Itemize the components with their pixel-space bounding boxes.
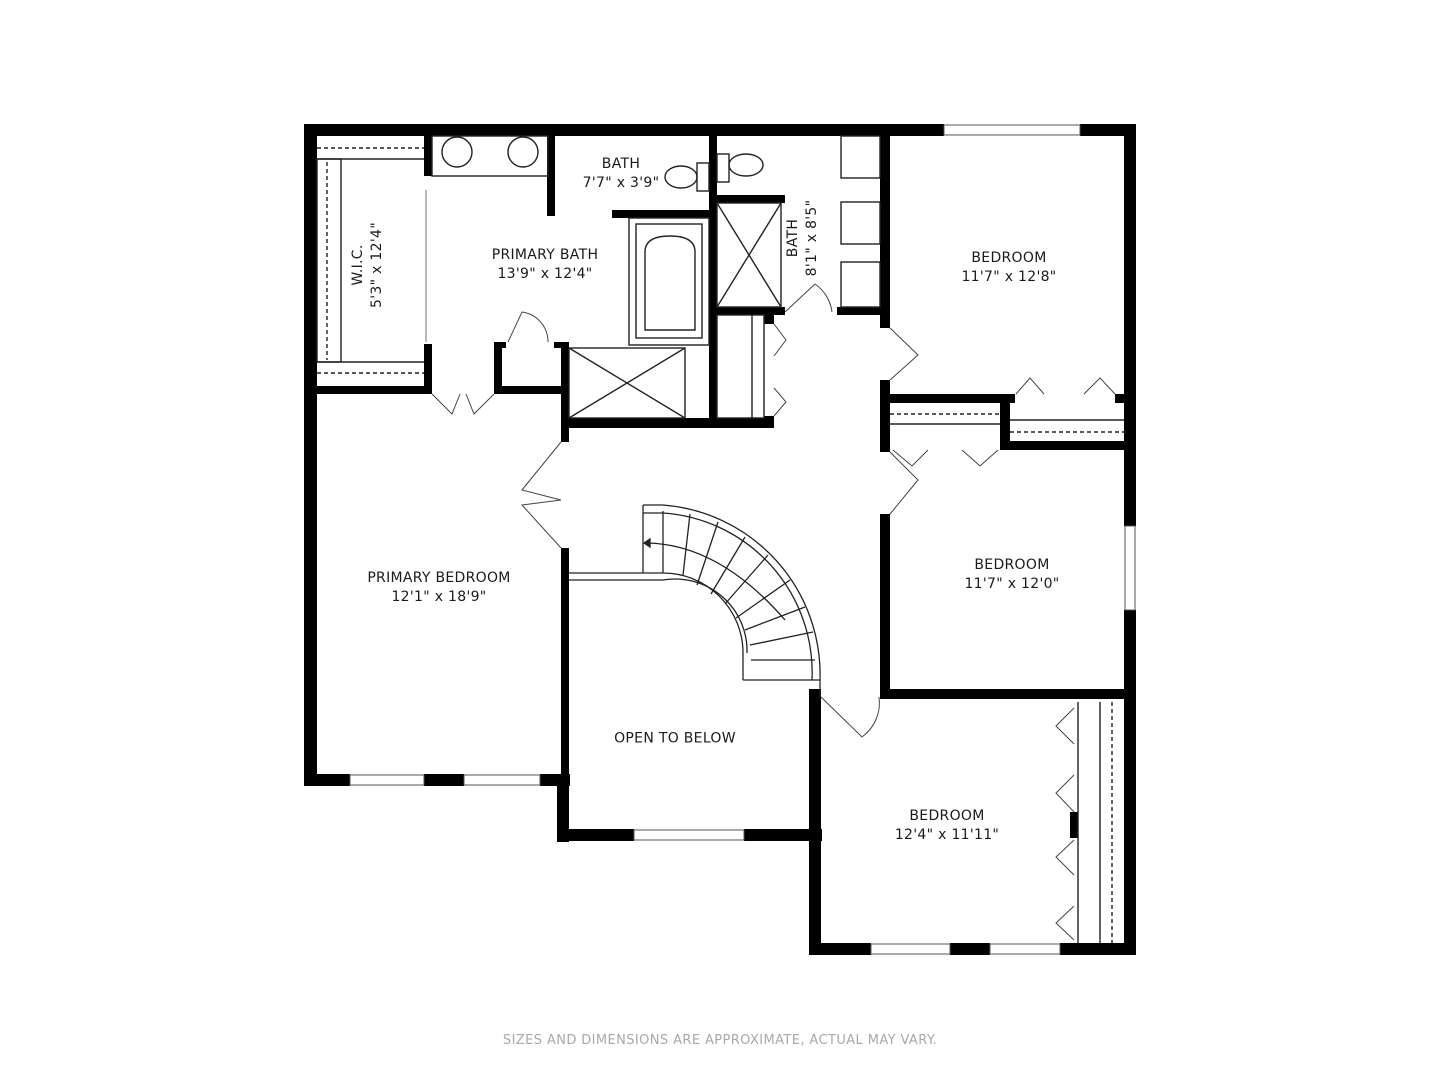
room-label-open-to-below: OPEN TO BELOW: [614, 730, 736, 749]
room-name: BEDROOM: [971, 250, 1047, 266]
room-dimensions: 7'7" x 3'9": [582, 175, 660, 191]
room-name: PRIMARY BATH: [491, 247, 599, 263]
room-dimensions: 13'9" x 12'4": [497, 266, 593, 282]
room-label-primary-bath: PRIMARY BATH 13'9" x 12'4": [492, 246, 599, 284]
room-label-bedroom-2: BEDROOM 11'7" x 12'0": [964, 556, 1059, 594]
room-name: PRIMARY BEDROOM: [367, 570, 511, 586]
room-dimensions: 12'4" x 11'11": [894, 827, 1000, 843]
room-dimensions: 11'7" x 12'8": [961, 269, 1057, 285]
disclaimer-text: SIZES AND DIMENSIONS ARE APPROXIMATE, AC…: [502, 1033, 938, 1048]
windows: [349, 124, 1136, 955]
room-name: BATH: [785, 218, 801, 258]
room-label-bedroom-3: BEDROOM 12'4" x 11'11": [895, 807, 999, 845]
room-label-bath-1: BATH 7'7" x 3'9": [583, 155, 660, 193]
room-dimensions: 12'1" x 18'9": [391, 589, 487, 605]
room-name: BEDROOM: [909, 808, 985, 824]
room-dimensions: 8'1" x 8'5": [804, 199, 820, 277]
interior-walls: [304, 124, 1136, 838]
room-label-primary-bedroom: PRIMARY BEDROOM 12'1" x 18'9": [367, 569, 510, 607]
room-label-bath-2: BATH 8'1" x 8'5": [784, 200, 822, 277]
room-label-wic: W.I.C. 5'3" x 12'4": [349, 222, 387, 308]
room-name: W.I.C.: [350, 244, 366, 286]
staircase: [569, 504, 821, 697]
room-dimensions: 5'3" x 12'4": [369, 222, 385, 308]
room-name: BEDROOM: [974, 557, 1050, 573]
room-name: OPEN TO BELOW: [614, 730, 736, 747]
doors: [431, 283, 1116, 941]
fixtures: [316, 135, 1124, 943]
room-dimensions: 11'7" x 12'0": [964, 576, 1060, 592]
room-label-bedroom-1: BEDROOM 11'7" x 12'8": [961, 249, 1056, 287]
room-name: BATH: [601, 156, 641, 172]
